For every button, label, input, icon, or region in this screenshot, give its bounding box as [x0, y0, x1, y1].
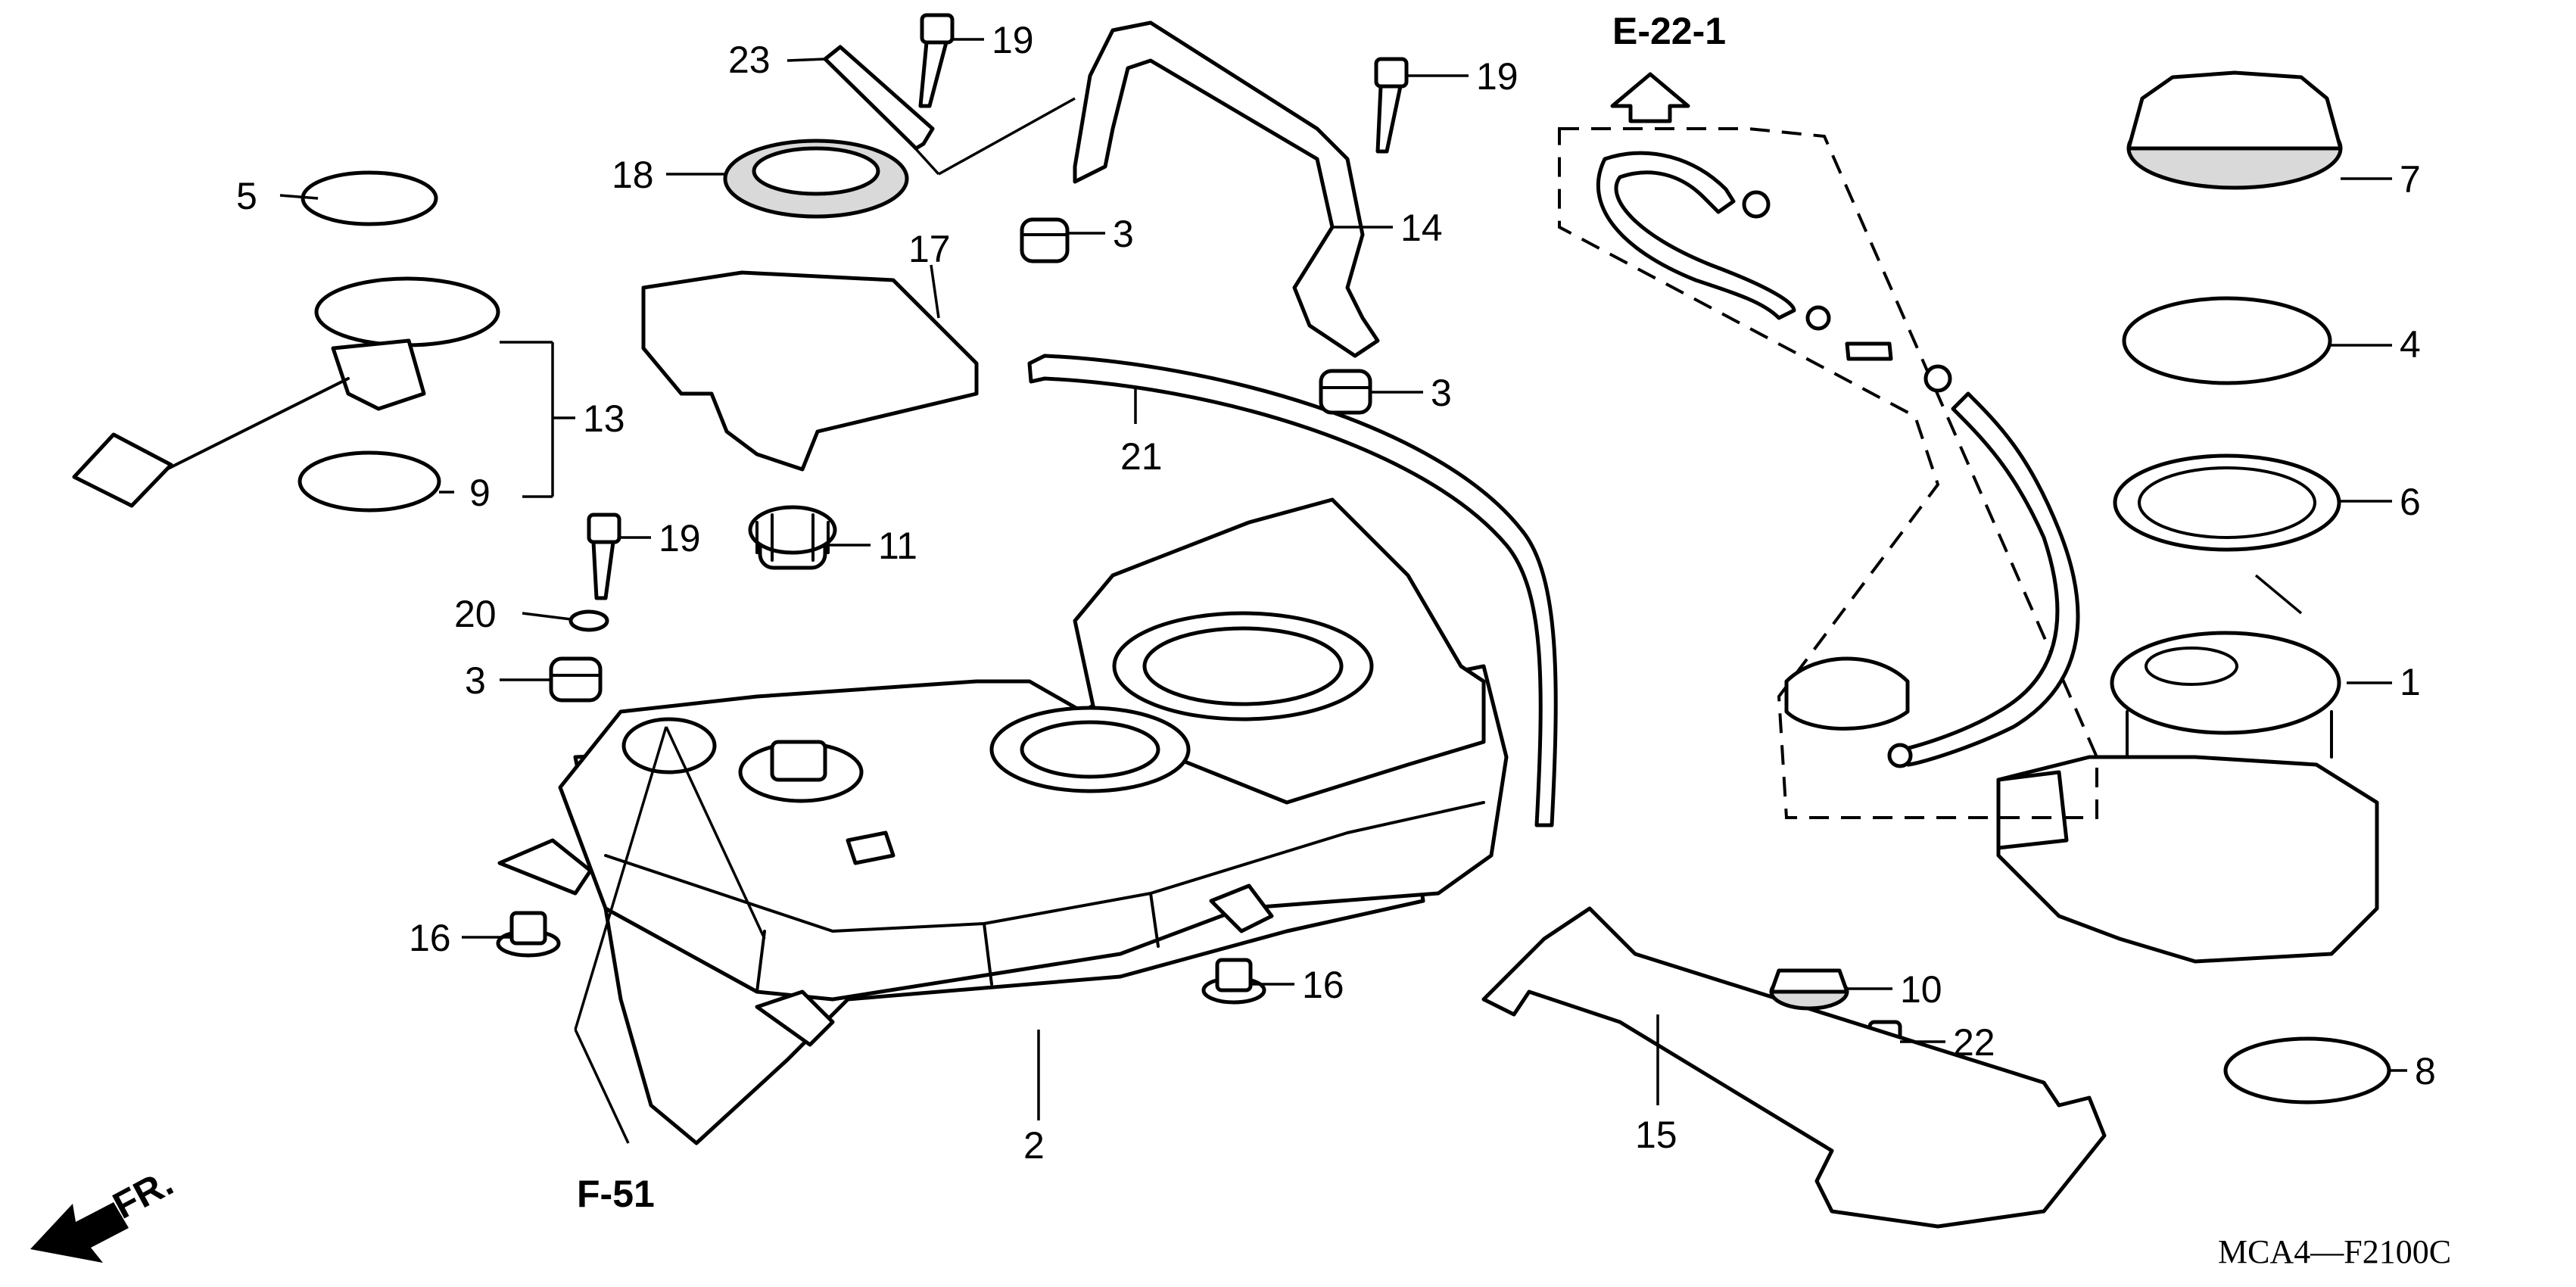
label-19c: 19	[659, 517, 701, 559]
front-arrow	[30, 1202, 129, 1263]
fuel-level-sender	[72, 276, 500, 508]
label-13: 13	[583, 397, 625, 440]
bolt-top-right	[1374, 57, 1409, 154]
label-5: 5	[236, 175, 257, 217]
part-labels: 1 2 3 3 3 4 5 6 7 8 9 10 11 13 14 15 16 …	[236, 19, 2436, 1167]
packing-ring-inner	[2138, 466, 2316, 539]
reference-arrow-up	[1610, 72, 1690, 123]
pump-cover	[641, 270, 979, 472]
label-2: 2	[1023, 1124, 1045, 1167]
label-18: 18	[612, 154, 654, 196]
label-17: 17	[908, 228, 951, 270]
label-20: 20	[454, 593, 497, 635]
label-3b: 3	[1431, 372, 1452, 414]
mounting-bracket-lower	[1481, 906, 2107, 1229]
leader-lines	[279, 38, 2407, 1144]
packing-ring	[2113, 453, 2341, 552]
reference-label-e22: E-22-1	[1612, 10, 1726, 52]
retainer-ring	[723, 139, 909, 219]
label-4: 4	[2400, 323, 2421, 366]
lock-ring	[2122, 296, 2332, 385]
bolt-left	[587, 513, 621, 600]
diagram-code: MCA4—F2100C	[2218, 1233, 2451, 1270]
label-6: 6	[2400, 481, 2421, 523]
fuel-tank	[497, 497, 1509, 1145]
o-ring-left	[297, 450, 441, 513]
collar-right	[1201, 958, 1266, 1005]
o-ring-right	[2223, 1036, 2391, 1105]
label-19a: 19	[992, 19, 1034, 61]
label-3a: 3	[1113, 213, 1134, 255]
mount-rubber	[1769, 968, 1849, 1011]
hose-set	[1596, 151, 2080, 768]
bolt-top-left	[918, 13, 955, 108]
grommet-upper	[1020, 217, 1070, 263]
label-23: 23	[728, 39, 771, 81]
label-9: 9	[469, 472, 491, 514]
label-8: 8	[2415, 1050, 2436, 1092]
pump-cap	[2126, 70, 2343, 190]
seal-ring-left	[301, 170, 438, 226]
label-19b: 19	[1476, 55, 1519, 98]
label-15: 15	[1635, 1114, 1677, 1156]
label-14: 14	[1400, 207, 1443, 249]
label-10: 10	[1900, 968, 1942, 1011]
label-3c: 3	[465, 659, 486, 702]
grommet-mid	[1319, 369, 1372, 415]
grommet-lower	[549, 656, 603, 703]
label-21: 21	[1120, 435, 1163, 478]
reference-label-f51: F-51	[577, 1173, 655, 1215]
label-16a: 16	[409, 917, 451, 959]
hose-group-outline	[1558, 127, 2098, 819]
label-7: 7	[2400, 158, 2421, 201]
fuel-pump	[1996, 631, 2379, 964]
mounting-bracket-upper	[1073, 20, 1380, 358]
fuel-hose	[1027, 354, 1558, 827]
washer	[568, 609, 609, 632]
label-22: 22	[1953, 1021, 1995, 1064]
label-1: 1	[2400, 661, 2421, 703]
label-16b: 16	[1302, 964, 1344, 1006]
strap	[823, 45, 935, 151]
label-11: 11	[878, 525, 917, 567]
filler-cap	[748, 505, 837, 570]
collar-left	[496, 911, 561, 958]
